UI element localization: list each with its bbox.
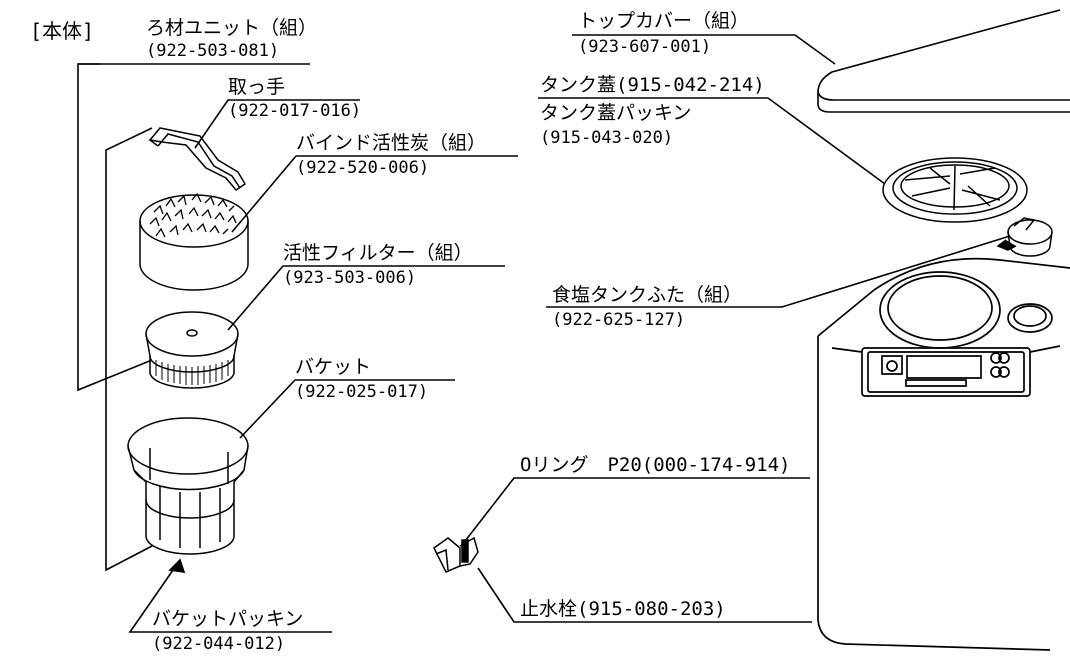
bucket-packing-arrow: [170, 560, 184, 572]
bind-carbon-leader: [232, 156, 518, 232]
salt-cap-part: [998, 218, 1052, 256]
bind-carbon-part: [140, 194, 248, 290]
bucket-packing-leader: [130, 560, 332, 632]
salt-cap-leader: [546, 236, 1010, 307]
stop-valve-name: 止水栓(915-080-203): [520, 598, 726, 620]
salt-cap-code: (922-625-127): [552, 310, 686, 330]
handle-part: [150, 128, 245, 190]
active-filter-name: 活性フィルター（組）: [283, 242, 473, 264]
active-filter-leader: [228, 266, 505, 330]
top-cover-name: トップカバー（組）: [578, 10, 750, 32]
o-ring-name: Oリング P20(000-174-914): [520, 454, 791, 476]
tank-lid-part: [883, 158, 1027, 222]
stop-valve-leader: [478, 568, 812, 622]
top-cover-leader: [572, 35, 835, 64]
handle-name: 取っ手: [228, 76, 286, 98]
bucket-packing-code: (922-044-012): [152, 634, 286, 654]
handle-code: (922-017-016): [228, 101, 362, 121]
tank-lid-packing-code: (915-043-020): [540, 128, 674, 148]
top-cover-part: [818, 10, 1070, 112]
tank-lid-packing-name: タンク蓋パッキン: [540, 102, 692, 124]
bind-carbon-name: バインド活性炭（組）: [296, 132, 487, 154]
tank-lid-name: タンク蓋(915-042-214): [540, 74, 765, 96]
bucket-code: (922-025-017): [295, 382, 429, 402]
active-filter-part: [146, 312, 238, 388]
salt-cap-name: 食塩タンクふた（組）: [552, 284, 743, 306]
bucket-name: バケット: [295, 356, 372, 378]
bucket-leader: [240, 380, 455, 438]
tank-lid-leader: [538, 98, 885, 184]
top-cover-code: (923-607-001): [578, 37, 712, 57]
section-label: [本体]: [30, 19, 95, 43]
filter-unit-name: ろ材ユニット（組）: [146, 17, 318, 39]
bind-carbon-code: (922-520-006): [296, 158, 430, 178]
stop-valve-part: [434, 538, 478, 572]
filter-unit-code: (922-503-081): [146, 41, 280, 61]
o-ring-leader: [462, 478, 810, 545]
main-body: [818, 259, 1070, 650]
handle-leader: [195, 100, 360, 148]
active-filter-code: (923-503-006): [283, 268, 417, 288]
bucket-packing-name: バケットパッキン: [152, 608, 304, 630]
leader-lines: [78, 35, 1010, 632]
bucket-part: [128, 418, 248, 554]
